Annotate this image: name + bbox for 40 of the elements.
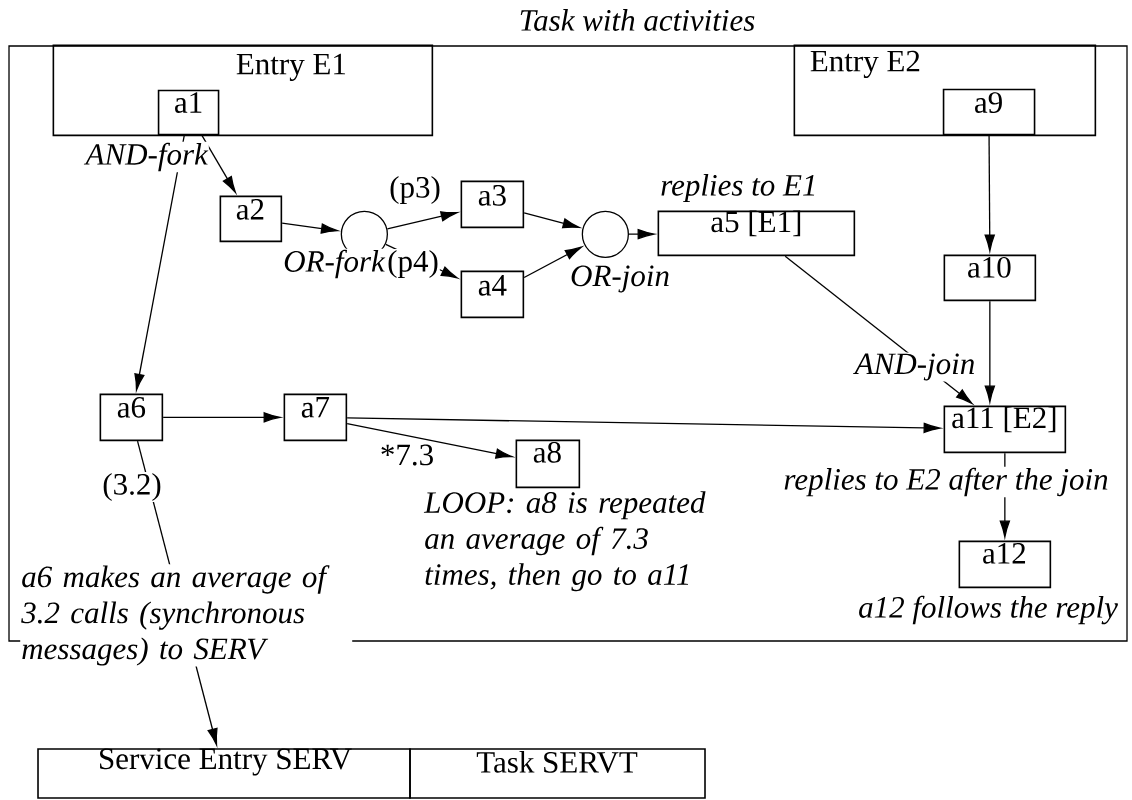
edge-label: (p3) (388, 174, 442, 206)
activity-box: a11 [E2] (943, 405, 1067, 454)
arrow (984, 134, 995, 252)
node-label: Task with activities (520, 9, 755, 31)
edge-label: *7.3 (378, 443, 436, 467)
activity-box: a6 (99, 393, 164, 442)
activity-box: a1 (157, 89, 220, 136)
arrow (346, 423, 513, 459)
annotation: OR-join (569, 264, 671, 294)
activity-box: a4 (460, 270, 525, 319)
annotation: LOOP: a8 is repeated an average of 7.3 times, then go to a11 (423, 490, 726, 593)
activity-box: a10 (943, 254, 1037, 302)
activity-box: a9 (942, 88, 1036, 136)
activity-box: a12 (958, 540, 1052, 589)
activity-box: a8 (515, 439, 581, 489)
annotation: a12 follows the reply (857, 594, 1119, 626)
annotation: AND-join (853, 352, 977, 382)
arrow (281, 222, 338, 234)
activity-box: a2 (219, 195, 283, 243)
annotation: replies to E2 after the join (782, 466, 1110, 498)
service-box: Task SERVT (409, 748, 706, 799)
activity-box: a7 (283, 393, 348, 442)
edge-label: (3.2) (101, 471, 163, 503)
service-box: Service Entry SERV (37, 748, 411, 799)
arrow (523, 212, 580, 229)
annotation: OR-fork (282, 248, 386, 280)
arrow (346, 417, 941, 434)
activity-box: a5 [E1] (657, 210, 856, 257)
arrow (523, 246, 582, 279)
annotation: AND-fork (83, 141, 209, 173)
arrow (162, 412, 281, 423)
activity-box: a3 (460, 180, 525, 229)
arrow (984, 300, 995, 403)
annotation: replies to E1 (659, 172, 819, 204)
note: a6 makes an average of 3.2 calls (synchronous messages) to SERV (20, 564, 353, 667)
junction-circle (581, 210, 629, 258)
arrow (628, 228, 655, 240)
arrow (201, 134, 237, 194)
edge-label: (p4) (386, 248, 440, 280)
arrow (386, 211, 458, 230)
